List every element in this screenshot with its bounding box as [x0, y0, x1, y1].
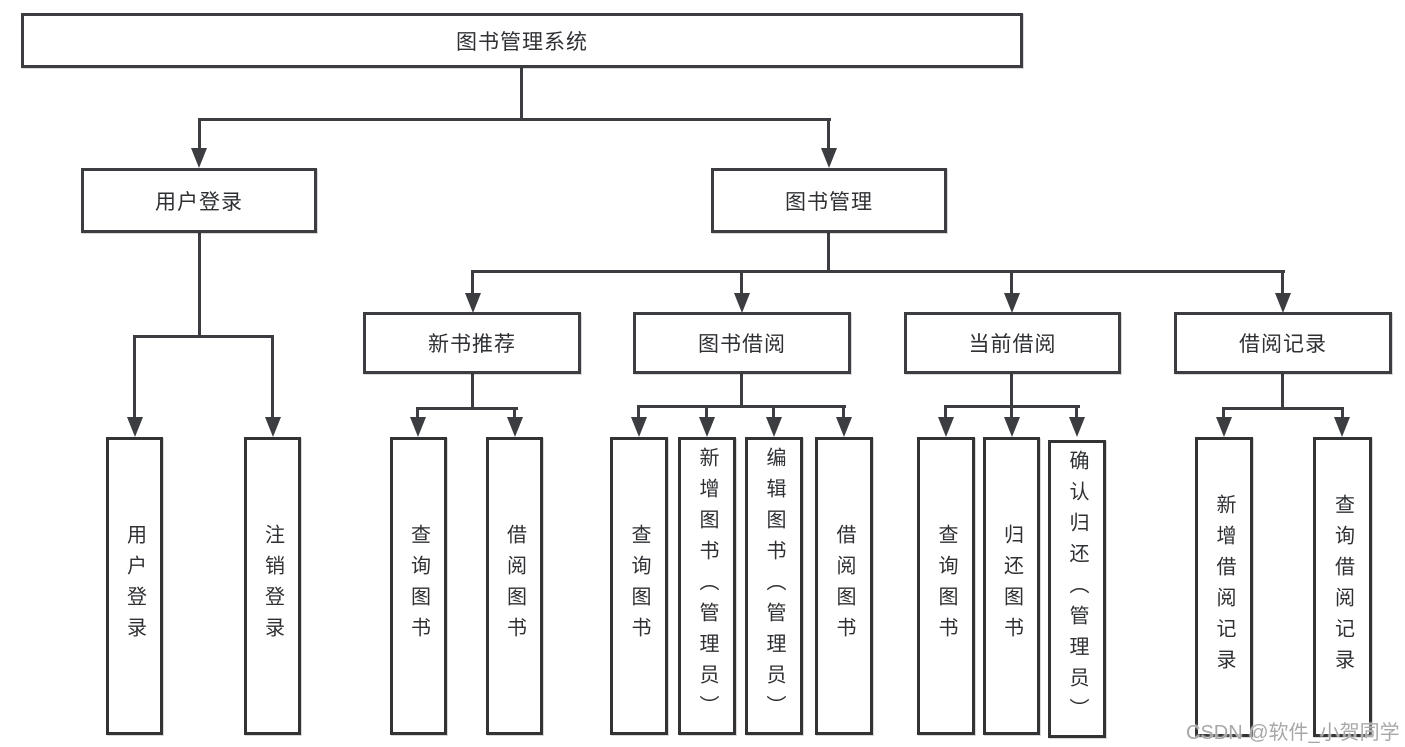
- leaf-return-books-label: 归还图书: [1000, 524, 1023, 648]
- node-new-book-recommend: 新书推荐: [363, 312, 581, 374]
- leaf-query-books-current-label: 查询图书: [935, 524, 957, 648]
- watermark: CSDN @软件_小贺同学: [1186, 722, 1400, 744]
- connector-line: [513, 407, 516, 419]
- leaf-borrow-books-recommend-label: 借阅图书: [503, 524, 526, 648]
- node-root-label: 图书管理系统: [456, 30, 588, 54]
- leaf-add-borrow-record: 新增借阅记录: [1195, 437, 1253, 737]
- arrow-down: [1275, 293, 1291, 313]
- node-new-book-recommend-label: 新书推荐: [428, 333, 516, 356]
- leaf-edit-books-admin-label: 编辑图书（管理员）: [763, 446, 785, 726]
- leaf-add-books-admin: 新增图书（管理员）: [678, 437, 736, 735]
- leaf-query-books-current: 查询图书: [917, 437, 975, 735]
- connector-line: [944, 405, 947, 419]
- node-book-management-branch-label: 图书管理: [785, 190, 873, 214]
- leaf-logout: 注销登录: [244, 437, 301, 735]
- leaf-query-books-recommend: 查询图书: [390, 437, 447, 735]
- arrow-down: [191, 148, 207, 168]
- arrow-down: [465, 293, 481, 313]
- leaf-query-borrow-record: 查询借阅记录: [1313, 437, 1372, 737]
- arrow-down: [766, 417, 782, 437]
- connector-line: [417, 407, 518, 410]
- connector-line: [520, 68, 523, 121]
- connector-line: [1223, 407, 1344, 410]
- leaf-user-login: 用户登录: [106, 437, 163, 735]
- node-user-login-branch: 用户登录: [81, 168, 317, 233]
- arrow-down: [1069, 417, 1085, 437]
- leaf-query-books-recommend-label: 查询图书: [407, 524, 430, 648]
- arrow-down: [699, 417, 715, 437]
- connector-line: [1010, 374, 1013, 407]
- arrow-down: [1216, 417, 1232, 437]
- connector-line: [133, 335, 136, 419]
- connector-line: [471, 270, 474, 295]
- connector-line: [1222, 407, 1225, 419]
- connector-line: [946, 405, 1080, 408]
- leaf-query-borrow-record-label: 查询借阅记录: [1331, 494, 1354, 680]
- connector-line: [1281, 270, 1284, 295]
- arrow-down: [265, 417, 281, 437]
- node-book-borrowing-label: 图书借阅: [698, 333, 786, 356]
- leaf-logout-label: 注销登录: [261, 524, 284, 648]
- node-borrowing-records-label: 借阅记录: [1239, 333, 1327, 356]
- arrow-down: [1004, 417, 1020, 437]
- connector-line: [740, 374, 743, 407]
- connector-line: [827, 233, 830, 272]
- connector-line: [134, 335, 274, 338]
- leaf-borrow-books-recommend: 借阅图书: [486, 437, 543, 735]
- node-borrowing-records: 借阅记录: [1174, 312, 1392, 374]
- connector-line: [772, 405, 775, 419]
- connector-line: [637, 405, 640, 419]
- leaf-confirm-return-admin-label: 确认归还（管理员）: [1066, 449, 1088, 729]
- node-book-management-branch: 图书管理: [711, 168, 947, 233]
- connector-line: [827, 118, 830, 150]
- leaf-query-books-borrowing-label: 查询图书: [628, 524, 650, 648]
- connector-line: [198, 118, 831, 121]
- leaf-borrow-books-label: 借阅图书: [833, 524, 855, 648]
- leaf-query-books-borrowing: 查询图书: [610, 437, 668, 735]
- connector-line: [842, 405, 845, 419]
- arrow-down: [938, 417, 954, 437]
- connector-line: [1281, 374, 1284, 409]
- arrow-down: [631, 417, 647, 437]
- connector-line: [740, 270, 743, 295]
- leaf-add-borrow-record-label: 新增借阅记录: [1213, 494, 1235, 680]
- connector-line: [705, 405, 708, 419]
- connector-line: [1010, 270, 1013, 295]
- connector-line: [271, 335, 274, 419]
- connector-line: [471, 374, 474, 409]
- arrow-down: [507, 417, 523, 437]
- arrow-down: [410, 417, 426, 437]
- connector-line: [1010, 405, 1013, 419]
- leaf-user-login-label: 用户登录: [123, 524, 146, 648]
- node-book-borrowing: 图书借阅: [633, 312, 851, 374]
- connector-line: [638, 405, 846, 408]
- connector-line: [416, 407, 419, 419]
- connector-line: [198, 118, 201, 150]
- arrow-down: [127, 417, 143, 437]
- leaf-confirm-return-admin: 确认归还（管理员）: [1048, 440, 1106, 738]
- leaf-edit-books-admin: 编辑图书（管理员）: [745, 437, 803, 735]
- connector-line: [1075, 405, 1078, 419]
- leaf-add-books-admin-label: 新增图书（管理员）: [696, 446, 718, 726]
- node-current-borrowing-label: 当前借阅: [968, 333, 1057, 356]
- connector-line: [1341, 407, 1344, 419]
- leaf-return-books: 归还图书: [983, 437, 1040, 735]
- arrow-down: [734, 293, 750, 313]
- connector-line: [198, 233, 201, 337]
- arrow-down: [1004, 293, 1020, 313]
- node-current-borrowing: 当前借阅: [904, 312, 1121, 374]
- arrow-down: [836, 417, 852, 437]
- leaf-borrow-books: 借阅图书: [815, 437, 873, 735]
- connector-line: [472, 270, 1285, 273]
- arrow-down: [1334, 417, 1350, 437]
- arrow-down: [821, 148, 837, 168]
- node-root: 图书管理系统: [21, 13, 1023, 68]
- node-user-login-branch-label: 用户登录: [155, 190, 243, 214]
